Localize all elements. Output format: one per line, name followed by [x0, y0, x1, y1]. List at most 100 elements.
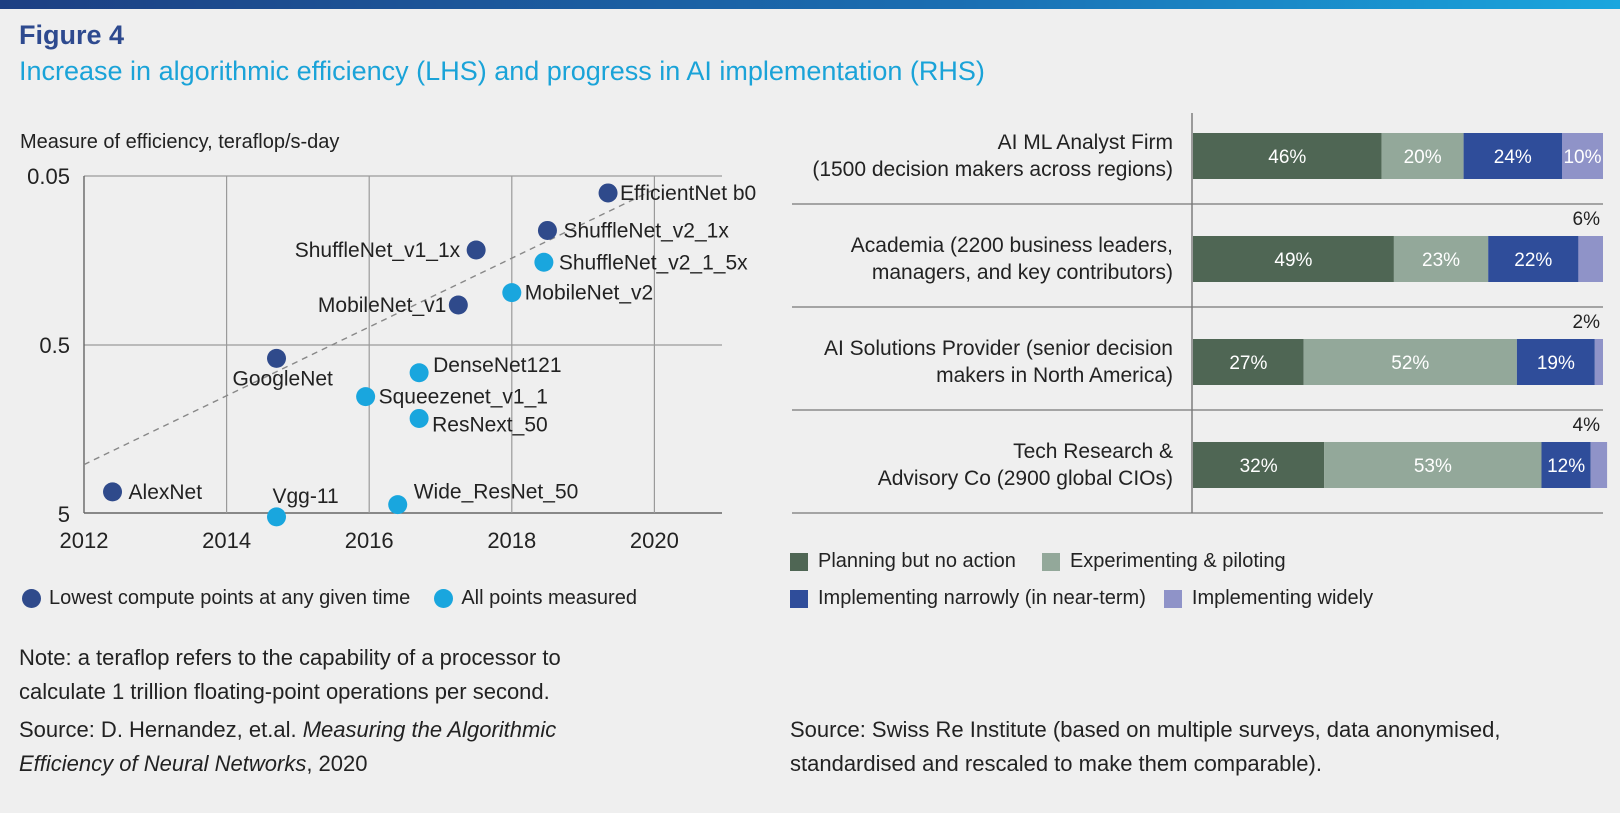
left-source-suffix: , 2020: [306, 751, 368, 776]
x-tick-label: 2016: [345, 528, 394, 553]
right-legend-row2: Implementing narrowly (in near-term) Imp…: [790, 587, 1373, 610]
bar-segment: [1381, 133, 1464, 179]
bar-value-label: 4%: [1573, 415, 1601, 436]
legend-light-label: All points measured: [461, 587, 637, 609]
note-line-1: Note: a teraflop refers to the capabilit…: [19, 645, 561, 670]
bar-value-label: 24%: [1494, 147, 1532, 168]
point-lowest-compute: [103, 482, 123, 502]
point-label: ShuffleNet_v2_1_5x: [559, 251, 748, 274]
note-line-2: calculate 1 trillion floating-point oper…: [19, 679, 550, 704]
bar-category-label: Academia (2200 business leaders,: [851, 234, 1173, 257]
bar-category-label: makers in North America): [936, 364, 1173, 387]
bar-category-label: (1500 decision makers across regions): [812, 158, 1173, 181]
legend-widely-label: Implementing widely: [1191, 587, 1374, 609]
point-label: Wide_ResNet_50: [414, 481, 579, 504]
left-source-title-1: Measuring the Algorithmic: [302, 717, 557, 742]
legend-dark-dot-icon: [22, 589, 41, 608]
point-all-measured: [356, 387, 376, 407]
left-note: Note: a teraflop refers to the capabilit…: [19, 641, 561, 709]
left-source: Source: D. Hernandez, et.al. Measuring t…: [19, 713, 556, 781]
legend-light-dot-icon: [434, 589, 454, 608]
point-label: DenseNet121: [433, 354, 561, 377]
legend-experimenting-swatch-icon: [1041, 552, 1060, 571]
bar-value-label: 23%: [1422, 250, 1460, 271]
bar-segment: [1488, 236, 1579, 282]
legend-planning-swatch-icon: [790, 552, 808, 571]
bar-value-label: 49%: [1274, 250, 1312, 271]
bar-value-label: 46%: [1268, 147, 1306, 168]
legend-widely-swatch-icon: [1163, 589, 1182, 608]
x-tick-label: 2014: [202, 528, 251, 553]
point-all-measured: [502, 283, 522, 303]
right-source: Source: Swiss Re Institute (based on mul…: [790, 713, 1500, 781]
bar-value-label: 22%: [1514, 250, 1552, 271]
bar-value-label: 32%: [1240, 456, 1278, 477]
bar-category-label: managers, and key contributors): [872, 261, 1173, 284]
bar-value-label: 6%: [1573, 209, 1601, 230]
legend-narrow-swatch-icon: [790, 589, 808, 608]
bar-value-label: 52%: [1391, 353, 1429, 374]
left-source-prefix: Source: D. Hernandez, et.al.: [19, 717, 303, 742]
legend-dark-label: Lowest compute points at any given time: [49, 587, 411, 609]
point-label: ShuffleNet_v2_1x: [563, 219, 729, 242]
point-lowest-compute: [267, 348, 287, 368]
point-label: Vgg-11: [273, 485, 339, 508]
bar-segment: [1193, 339, 1304, 385]
point-all-measured: [409, 408, 429, 428]
bar-segment: [1193, 236, 1394, 282]
legend-planning-label: Planning but no action: [818, 550, 1016, 572]
point-all-measured: [534, 252, 554, 272]
bar-segment: [1193, 442, 1325, 488]
x-tick-label: 2012: [60, 528, 109, 553]
right-source-line-2: standardised and rescaled to make them c…: [790, 751, 1322, 776]
bar-segment: [1324, 442, 1542, 488]
y-axis-label: Measure of efficiency, teraflop/s-day: [20, 131, 339, 153]
bar-category-label: AI ML Analyst Firm: [998, 131, 1173, 154]
bar-value-label: 12%: [1547, 456, 1585, 477]
point-lowest-compute: [466, 240, 486, 260]
bar-segment: [1541, 442, 1591, 488]
bar-segment: [1193, 133, 1382, 179]
point-lowest-compute: [598, 183, 618, 203]
y-tick-label: 0.5: [39, 333, 70, 358]
point-label: MobileNet_v2: [525, 282, 653, 305]
legend-narrow-label: Implementing narrowly (in near-term): [818, 587, 1146, 609]
x-tick-label: 2020: [630, 528, 679, 553]
bar-category-label: Tech Research &: [1013, 440, 1173, 463]
bar-segment: [1578, 236, 1603, 282]
bar-segment: [1393, 236, 1489, 282]
bar-value-label: 19%: [1537, 353, 1575, 374]
point-all-measured: [409, 363, 429, 383]
bar-value-label: 20%: [1404, 147, 1442, 168]
left-legend: Lowest compute points at any given time …: [22, 587, 637, 610]
point-all-measured: [388, 495, 408, 515]
bar-value-label: 10%: [1563, 147, 1601, 168]
bar-segment: [1594, 339, 1603, 385]
bar-segment: [1562, 133, 1603, 179]
point-all-measured: [267, 507, 287, 527]
bar-segment: [1590, 442, 1608, 488]
point-label: MobileNet_v1: [318, 294, 446, 317]
bar-category-label: Advisory Co (2900 global CIOs): [878, 467, 1173, 490]
figure-title: Increase in algorithmic efficiency (LHS)…: [19, 56, 985, 86]
bar-segment: [1516, 339, 1595, 385]
point-label: ShuffleNet_v1_1x: [295, 239, 461, 262]
top-accent-bar: [0, 0, 1620, 9]
bar-segment: [1463, 133, 1562, 179]
point-lowest-compute: [537, 220, 557, 240]
point-label: GoogleNet: [233, 367, 334, 390]
point-label: EfficientNet b0: [620, 182, 756, 205]
x-tick-label: 2018: [487, 528, 536, 553]
legend-experimenting-label: Experimenting & piloting: [1069, 550, 1286, 572]
bar-value-label: 27%: [1229, 353, 1267, 374]
bar-value-label: 53%: [1414, 456, 1452, 477]
left-source-title-2: Efficiency of Neural Networks: [19, 751, 307, 776]
point-label: AlexNet: [129, 481, 203, 504]
bar-segment: [1303, 339, 1517, 385]
point-lowest-compute: [448, 295, 468, 315]
point-label: Squeezenet_v1_1: [379, 386, 548, 409]
right-legend-row1: Planning but no action Experimenting & p…: [790, 550, 1286, 573]
point-label: ResNext_50: [432, 413, 548, 436]
bar-category-label: AI Solutions Provider (senior decision: [824, 337, 1173, 360]
